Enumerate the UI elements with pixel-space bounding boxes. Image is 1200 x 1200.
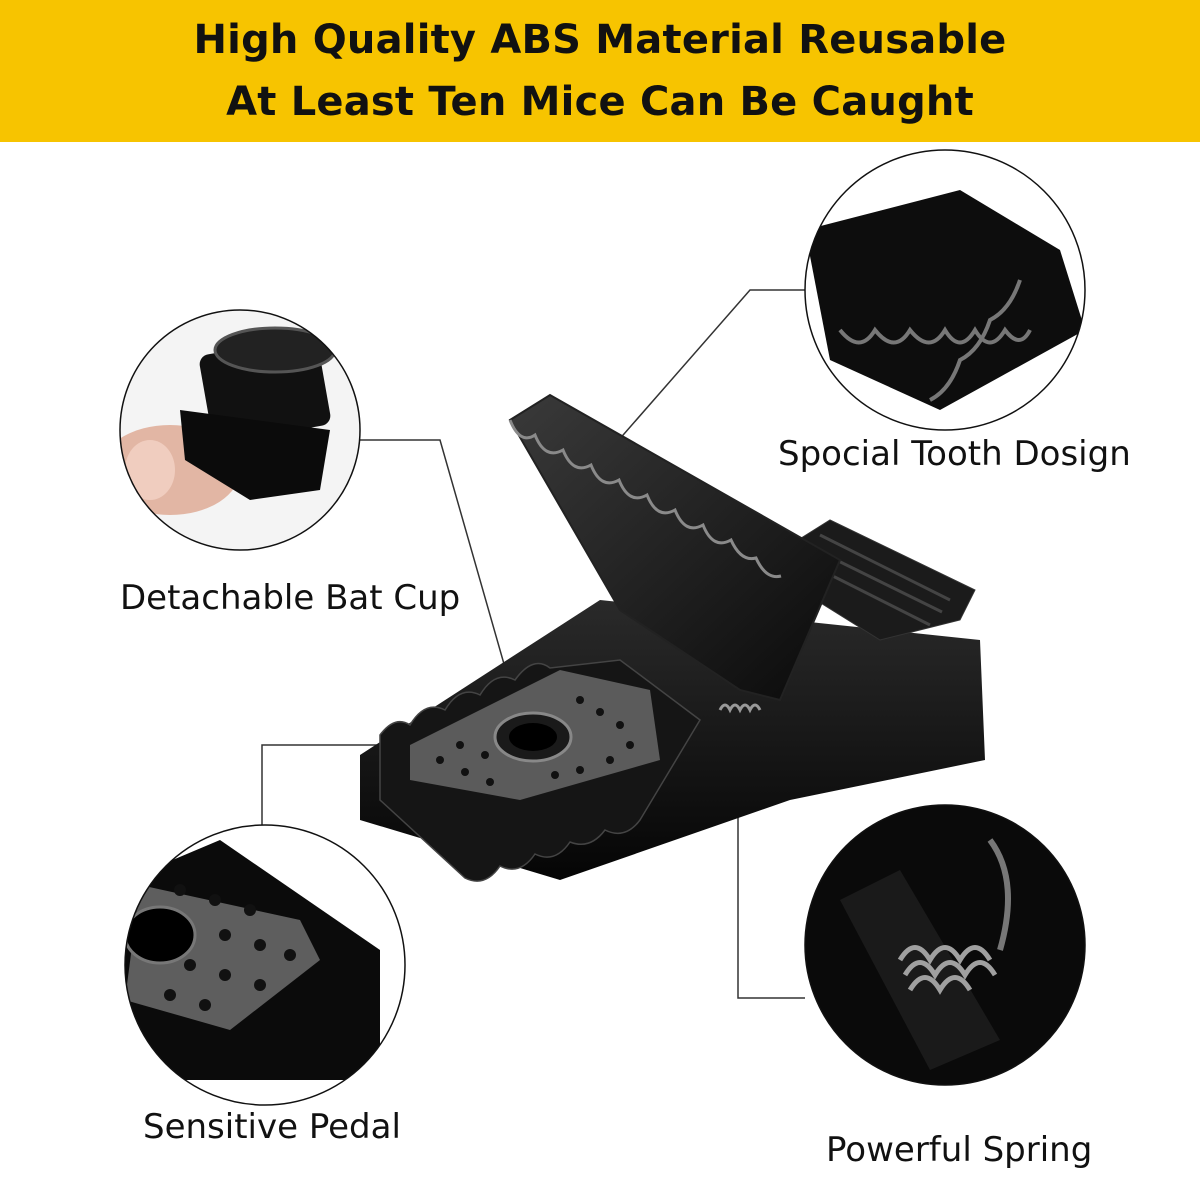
label-spring: Powerful Spring — [826, 1130, 1093, 1170]
mouse-trap — [360, 393, 985, 882]
trap-spring — [718, 703, 762, 714]
banner-title-line-1: High Quality ABS Material Reusable — [193, 17, 1007, 63]
bait-cup-flange — [180, 410, 330, 500]
callout-pedal-circle — [124, 824, 406, 1106]
trap-jaw-teeth — [508, 419, 782, 579]
teeth-closeup — [805, 190, 1085, 410]
label-bait-cup: Detachable Bat Cup — [120, 578, 461, 618]
callout-teeth-circle — [804, 149, 1086, 431]
leader-line-teeth — [609, 289, 805, 451]
header-banner: High Quality ABS Material Reusable At Le… — [0, 0, 1200, 142]
label-pedal: Sensitive Pedal — [143, 1107, 401, 1147]
label-teeth: Spocial Tooth Dosign — [778, 434, 1131, 474]
spring-closeup-coils — [897, 945, 998, 995]
pedal-holes — [436, 696, 634, 786]
callout-bait-cup-circle — [119, 309, 361, 551]
leader-line-bait-cup — [360, 439, 521, 721]
callout-spring-circle — [804, 804, 1086, 1086]
leader-line-pedal — [261, 744, 420, 830]
banner-title-line-2: At Least Ten Mice Can Be Caught — [226, 79, 974, 125]
